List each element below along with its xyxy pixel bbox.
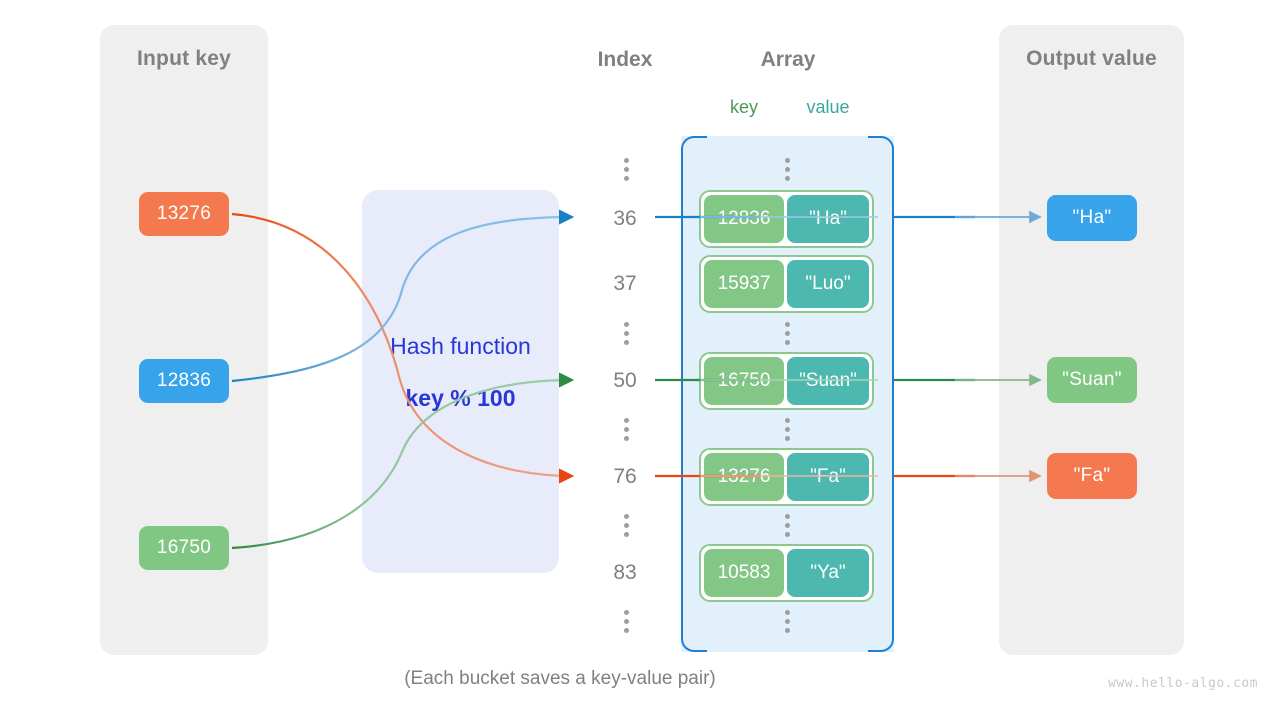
array-ellipsis-top bbox=[777, 158, 797, 185]
array-bracket-left bbox=[681, 136, 707, 652]
array-key-header: key bbox=[729, 97, 758, 117]
output-value-fa[interactable]: "Fa" bbox=[1047, 453, 1137, 499]
bucket-value-ha: "Ha" bbox=[787, 195, 869, 243]
bucket-key-15937: 15937 bbox=[704, 260, 784, 308]
input-key-16750[interactable]: 16750 bbox=[139, 526, 229, 570]
index-ellipsis-3 bbox=[616, 418, 636, 445]
index-ellipsis-4 bbox=[616, 514, 636, 541]
bucket-value-suan: "Suan" bbox=[787, 357, 869, 405]
hash-function-title: Hash function bbox=[390, 333, 531, 359]
index-ellipsis-2 bbox=[616, 322, 636, 349]
array-ellipsis-bottom bbox=[777, 610, 797, 637]
diagram-caption: (Each bucket saves a key-value pair) bbox=[404, 668, 716, 689]
bucket-key-12836: 12836 bbox=[704, 195, 784, 243]
output-value-suan[interactable]: "Suan" bbox=[1047, 357, 1137, 403]
output-value-panel: Output value bbox=[999, 25, 1184, 655]
index-value-37: 37 bbox=[613, 272, 637, 295]
array-bracket-right bbox=[868, 136, 894, 652]
bucket-value-ya: "Ya" bbox=[787, 549, 869, 597]
array-bucket-50[interactable]: 16750 "Suan" bbox=[699, 352, 874, 410]
array-value-header: value bbox=[806, 97, 850, 117]
output-panel-title: Output value bbox=[1026, 47, 1157, 70]
array-container: 12836 "Ha" 15937 "Luo" 16750 "Suan" 1327… bbox=[681, 136, 894, 652]
array-ellipsis-2 bbox=[777, 322, 797, 349]
index-value-50: 50 bbox=[613, 369, 637, 392]
bucket-key-10583: 10583 bbox=[704, 549, 784, 597]
array-ellipsis-4 bbox=[777, 514, 797, 541]
watermark: www.hello-algo.com bbox=[1108, 676, 1258, 691]
output-value-ha[interactable]: "Ha" bbox=[1047, 195, 1137, 241]
array-bucket-36[interactable]: 12836 "Ha" bbox=[699, 190, 874, 248]
index-value-36: 36 bbox=[613, 207, 637, 230]
array-bucket-76[interactable]: 13276 "Fa" bbox=[699, 448, 874, 506]
array-bucket-83[interactable]: 10583 "Ya" bbox=[699, 544, 874, 602]
index-ellipsis-bottom bbox=[616, 610, 636, 637]
index-ellipsis-top bbox=[616, 158, 636, 185]
hash-function-box: Hash function key % 100 bbox=[362, 190, 559, 573]
input-panel-title: Input key bbox=[137, 47, 231, 70]
array-ellipsis-3 bbox=[777, 418, 797, 445]
index-value-83: 83 bbox=[613, 561, 637, 584]
bucket-value-luo: "Luo" bbox=[787, 260, 869, 308]
array-column-title: Array bbox=[760, 48, 816, 71]
index-value-76: 76 bbox=[613, 465, 637, 488]
input-key-13276[interactable]: 13276 bbox=[139, 192, 229, 236]
input-key-12836[interactable]: 12836 bbox=[139, 359, 229, 403]
index-column-title: Index bbox=[597, 48, 653, 71]
array-bucket-37[interactable]: 15937 "Luo" bbox=[699, 255, 874, 313]
